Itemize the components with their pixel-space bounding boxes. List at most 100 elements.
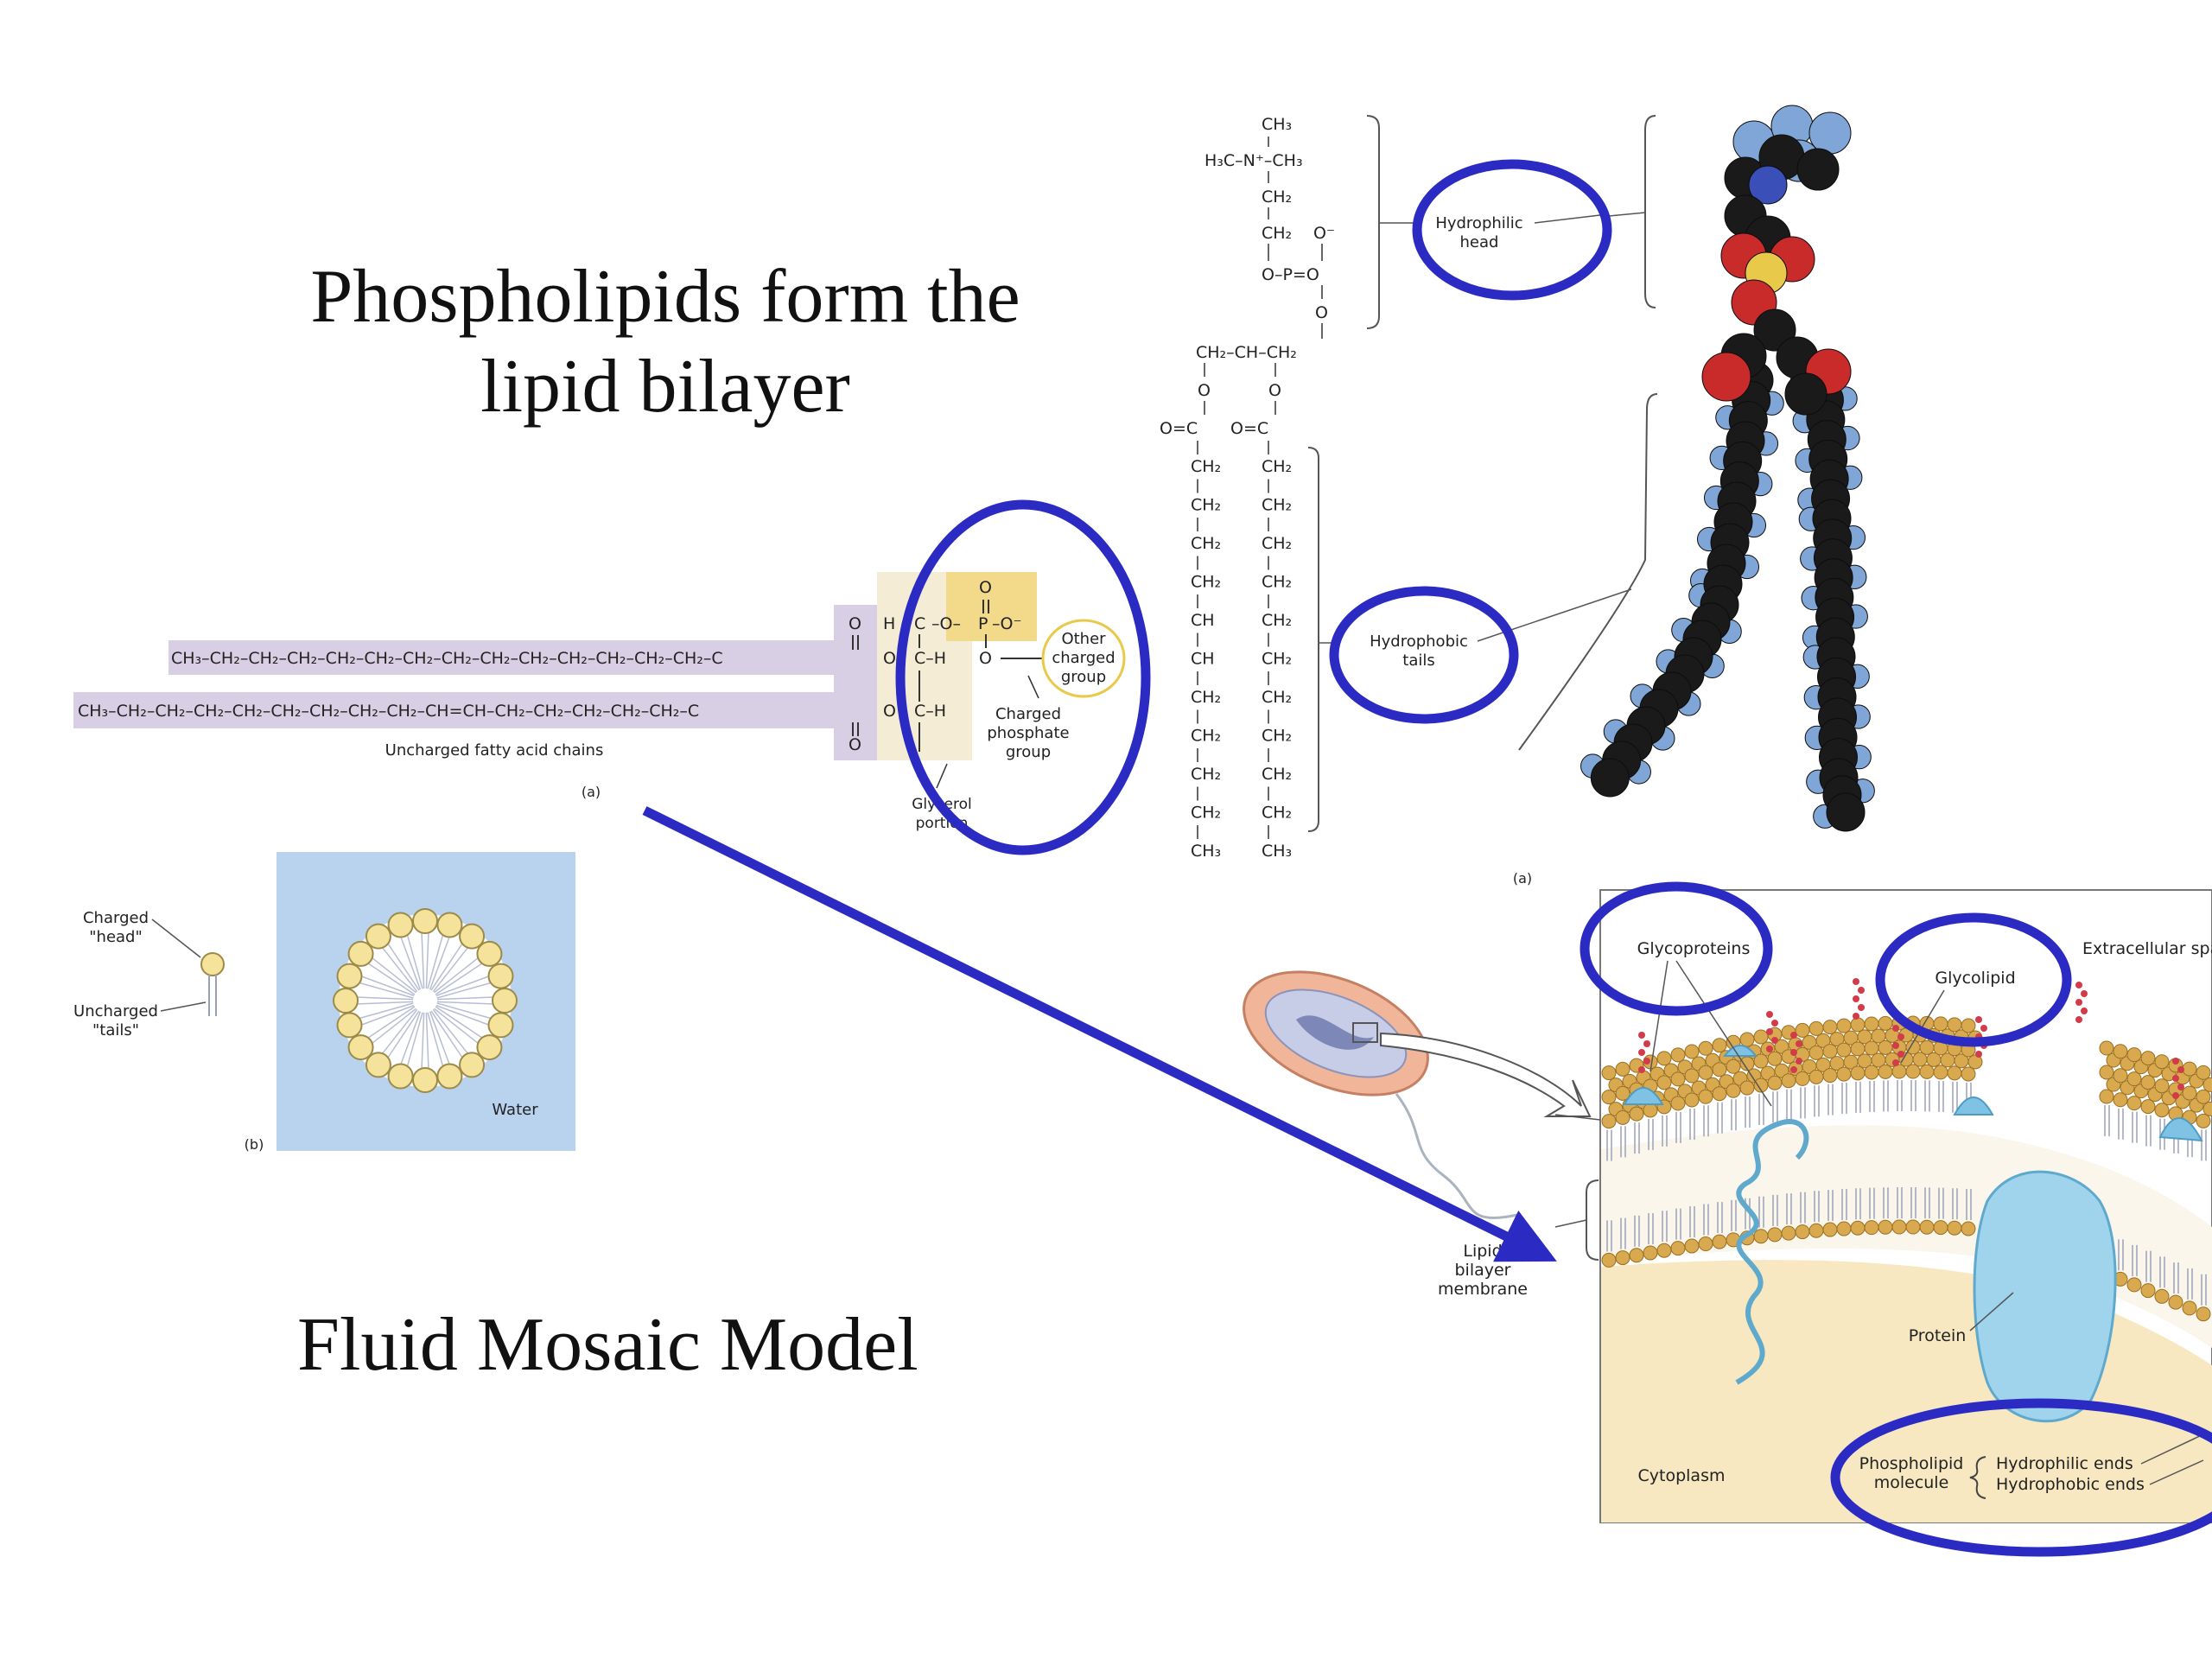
transmembrane-protein: [1973, 1170, 2117, 1423]
bacterium-illustration: [1243, 970, 1592, 1219]
outer-head-bead: [2113, 1044, 2128, 1059]
inner-head-bead: [1891, 1219, 1907, 1235]
nitrogen-atom: [1748, 165, 1788, 205]
chain-carbon: CH₂: [1191, 496, 1221, 515]
sugar-residue: [1892, 1059, 1899, 1066]
micelle-head: [487, 1012, 514, 1039]
sugar-residue: [1892, 1025, 1899, 1032]
svg-text:Hydrophobic: Hydrophobic: [1370, 632, 1468, 651]
chain-carbon: CH₂: [1262, 496, 1292, 515]
micelle-tail: [421, 1012, 425, 1070]
fatty-acid-chain-2: CH₃–CH₂–CH₂–CH₂–CH₂–CH₂–CH₂–CH₂–CH₂–CH=C…: [78, 702, 699, 721]
svg-text:group: group: [1061, 668, 1106, 686]
chain-carbon: CH₂: [1262, 611, 1292, 630]
micelle-head: [487, 963, 514, 989]
sugar-residue: [2075, 999, 2082, 1006]
bilayer-upper-pointer: [1554, 1114, 1601, 1121]
chain-carbon: CH₂: [1262, 573, 1292, 592]
inner-head-bead: [1878, 1219, 1893, 1235]
micelle-head: [347, 940, 374, 967]
phosphate-band: [946, 572, 1037, 641]
sugar-residue: [1638, 1032, 1645, 1039]
oxygen-atom: [1701, 352, 1751, 402]
inner-head-bead: [2140, 1283, 2156, 1299]
micelle-head: [412, 1067, 438, 1093]
carbohydrate-chains: [1638, 978, 2184, 1099]
sugar-residue: [1790, 1066, 1797, 1073]
micelle-tail: [429, 935, 451, 990]
chain-carbon: CH₂: [1262, 457, 1292, 476]
hydrophobic-ends-label: Hydrophobic ends: [1996, 1475, 2145, 1494]
outer-head-bead: [1808, 1020, 1824, 1036]
outer-head-bead: [1656, 1051, 1672, 1066]
outer-head-bead: [1670, 1047, 1686, 1063]
peripheral-protein-4: [2158, 1117, 2203, 1142]
svg-text:"head": "head": [89, 928, 143, 946]
sugar-residue: [2075, 1016, 2082, 1023]
micelle-head: [459, 923, 486, 950]
annotation-circle-phosphate: [895, 499, 1151, 855]
chain-carbon: CH₂: [1262, 765, 1292, 784]
outer-head-bead: [1739, 1080, 1755, 1096]
carbon-atom: [1796, 148, 1840, 191]
svg-text:Other: Other: [1061, 630, 1106, 648]
outer-head-bead: [1767, 1051, 1783, 1066]
sugar-residue: [1853, 1013, 1859, 1020]
inner-head-bead: [1919, 1219, 1935, 1235]
outer-head-bead: [1753, 1029, 1769, 1045]
inner-head-bead: [1656, 1243, 1672, 1258]
chain-carbon: CH₂: [1262, 727, 1292, 746]
inner-head-bead: [2182, 1300, 2197, 1316]
protein-label: Protein: [1909, 1326, 1967, 1345]
glycolipid-pointer: [1900, 989, 1945, 1064]
outer-head-bead: [1795, 1071, 1810, 1086]
outer-head-bead: [2140, 1099, 2156, 1115]
other-charged-group-label: Other charged group: [1052, 630, 1115, 686]
inner-head-bead: [1615, 1250, 1630, 1266]
micelle-tail: [381, 1008, 418, 1055]
outer-head-bead: [2202, 1101, 2212, 1116]
sugar-residue: [1790, 1049, 1797, 1056]
svg-text:phosphate: phosphate: [987, 724, 1069, 742]
outer-head-bead: [2099, 1065, 2114, 1080]
micelle-tail: [435, 1006, 484, 1039]
micelle-tail: [436, 1002, 493, 1020]
micelle-tail: [429, 1011, 451, 1066]
outer-head-bead: [1850, 1017, 1866, 1033]
sugar-residue: [1853, 978, 1859, 985]
charged-phosphate-group-label: Charged phosphate group: [987, 705, 1069, 761]
model-head-bracket-tip: [1608, 212, 1646, 217]
chain-band-1: [168, 640, 877, 675]
sugar-residue: [1766, 1046, 1773, 1052]
chain-carbon: CH₂: [1262, 650, 1292, 669]
phosphate-o-bottom: O: [979, 649, 992, 668]
glycerol-c1: C: [914, 614, 925, 633]
micelle-tail: [366, 1006, 416, 1039]
outer-head-bead: [1684, 1092, 1700, 1108]
svg-text:Charged: Charged: [995, 705, 1061, 723]
sugar-residue: [1766, 1011, 1773, 1018]
micelle-head: [365, 923, 391, 950]
inner-head-bead: [1795, 1224, 1810, 1240]
outer-head-bead: [1698, 1065, 1713, 1080]
annotation-circle-hydrophobic: [1329, 586, 1519, 724]
svg-text:"tails": "tails": [92, 1021, 139, 1039]
micelle-tail: [371, 957, 417, 994]
micelle-tail: [421, 931, 425, 989]
ester-oxygen-2: O: [883, 702, 896, 721]
micelle-head: [347, 1034, 374, 1061]
peripheral-protein-1: [1623, 1087, 1664, 1105]
hydrophobic-tails-label: Hydrophobic tails: [1370, 632, 1468, 670]
micelle-tail: [435, 962, 484, 995]
cytoplasm-label: Cytoplasm: [1638, 1466, 1726, 1485]
outer-head-bead: [1670, 1071, 1686, 1087]
sugar-residue: [1858, 987, 1865, 994]
micelle-tail: [399, 1011, 422, 1066]
choline-ch2-b: CH₂: [1262, 224, 1292, 243]
micelle-tail: [433, 957, 480, 994]
micelle-tail: [436, 996, 494, 1001]
micelle-tail: [435, 1004, 491, 1027]
sugar-residue: [1638, 1049, 1645, 1056]
sugar-residue: [1975, 1051, 1982, 1058]
bilayer-bracket-connector: [1554, 1219, 1587, 1228]
